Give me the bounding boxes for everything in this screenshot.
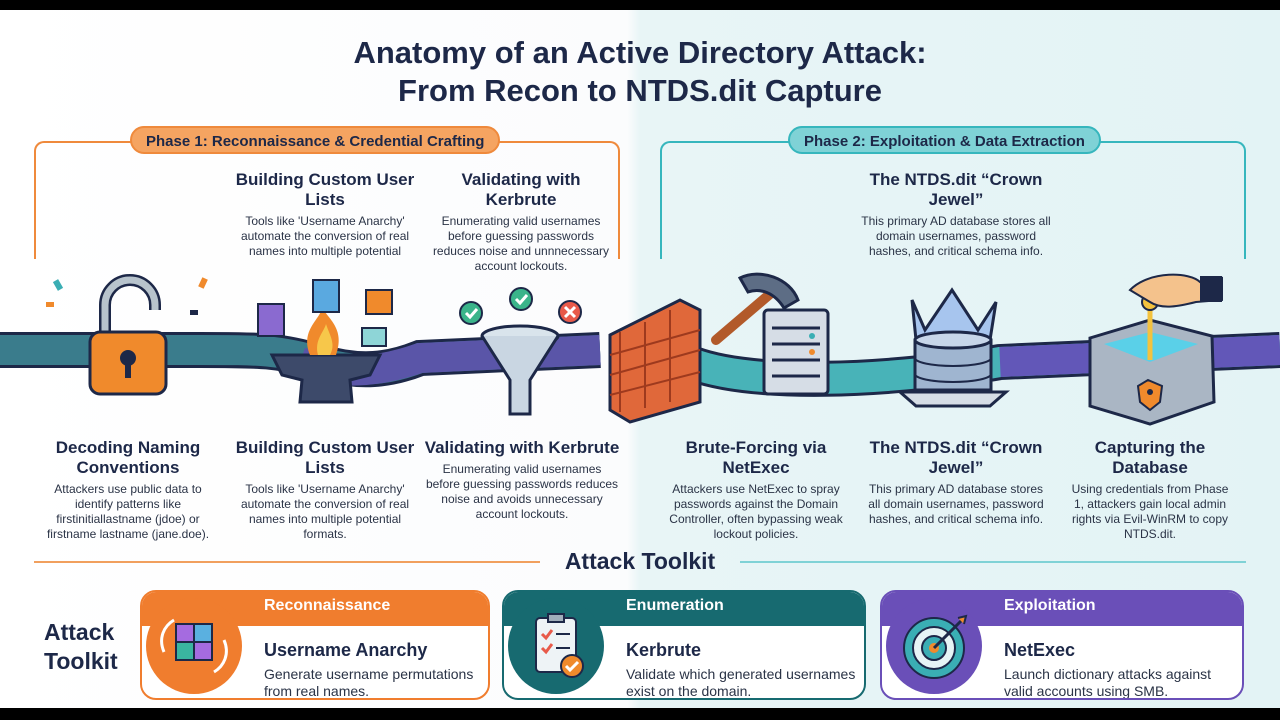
padlock-icon — [46, 274, 208, 396]
bottom-card-title: Building Custom User Lists — [235, 438, 415, 477]
bottom-card-text: Attackers use NetExec to spray passwords… — [669, 482, 843, 541]
toolkit-side-label: Attack Toolkit — [44, 618, 134, 676]
cube-icon — [146, 598, 242, 694]
brick-wall-icon — [608, 298, 702, 424]
toolkit-section-title: Attack Toolkit — [564, 548, 716, 574]
bottom-card-title: Capturing the Database — [1094, 438, 1206, 477]
top-card-title: Validating with Kerbrute — [461, 170, 581, 209]
top-card-title: The NTDS.dit “Crown Jewel” — [869, 170, 1043, 209]
bottom-card-text: This primary AD database stores all doma… — [868, 482, 1044, 526]
bottom-card-user-lists: Building Custom User Lists Tools like 'U… — [230, 438, 420, 542]
tool-name: Username Anarchy — [264, 640, 428, 660]
bottom-card-title: Brute-Forcing via NetExec — [685, 438, 827, 477]
top-card-text: This primary AD database stores all doma… — [861, 214, 1051, 258]
vault-key-icon — [1088, 273, 1223, 426]
bottom-card-title: Validating with Kerbrute — [424, 438, 620, 457]
title-line-1: Anatomy of an Active Directory Attack: — [353, 35, 927, 70]
hammer-server-icon — [711, 272, 830, 396]
phase1-label: Phase 1: Reconnaissance & Credential Cra… — [130, 126, 501, 154]
tool-desc: Launch dictionary attacks against valid … — [1004, 666, 1212, 699]
checklist-icon — [508, 598, 604, 694]
top-card-title: Building Custom User Lists — [235, 170, 415, 209]
bottom-card-text: Attackers use public data to identify pa… — [46, 482, 210, 541]
top-card-user-lists: Building Custom User Lists Tools like 'U… — [228, 170, 422, 259]
tool-card-recon: Reconnaissance Username Anarchy Generate… — [140, 590, 490, 700]
bottom-card-netexec: Brute-Forcing via NetExec Attackers use … — [666, 438, 846, 542]
title-line-2: From Recon to NTDS.dit Capture — [398, 73, 882, 108]
tool-category: Reconnaissance — [264, 597, 391, 614]
infographic: Anatomy of an Active Directory Attack: F… — [0, 10, 1280, 708]
bottom-card-text: Using credentials from Phase 1, attacker… — [1071, 482, 1229, 541]
bottom-card-naming: Decoding Naming Conventions Attackers us… — [44, 438, 212, 542]
bottom-card-text: Enumerating valid usernames before guess… — [425, 462, 619, 521]
top-card-text: Enumerating valid usernames before guess… — [432, 214, 610, 273]
top-card-text: Tools like 'Username Anarchy' automate t… — [240, 214, 410, 258]
bottom-card-capture: Capturing the Database Using credentials… — [1068, 438, 1232, 542]
tool-category: Enumeration — [626, 597, 724, 614]
bottom-card-ntds: The NTDS.dit “Crown Jewel” This primary … — [866, 438, 1046, 527]
tool-category: Exploitation — [1004, 597, 1096, 614]
bottom-card-kerbrute: Validating with Kerbrute Enumerating val… — [424, 438, 620, 522]
top-card-kerbrute: Validating with Kerbrute Enumerating val… — [425, 170, 617, 274]
funnel-icon — [459, 287, 582, 416]
target-icon — [886, 598, 982, 694]
bottom-card-title: Decoding Naming Conventions — [55, 438, 201, 477]
pipeline-illustration — [0, 272, 1280, 426]
tool-card-enum: Enumeration Kerbrute Validate which gene… — [502, 590, 866, 700]
tool-desc: Validate which generated usernames exist… — [626, 666, 856, 699]
top-card-ntds: The NTDS.dit “Crown Jewel” This primary … — [858, 170, 1054, 259]
section-divider-right — [740, 561, 1246, 563]
toolkit-side-label-text: Attack Toolkit — [44, 619, 118, 674]
phase2-label: Phase 2: Exploitation & Data Extraction — [788, 126, 1101, 154]
anvil-icon — [257, 279, 393, 404]
tool-name: Kerbrute — [626, 640, 702, 660]
section-divider-left — [34, 561, 540, 563]
tool-name: NetExec — [1004, 640, 1076, 660]
crown-database-icon — [896, 287, 1010, 408]
page-title: Anatomy of an Active Directory Attack: F… — [0, 34, 1280, 110]
tool-desc: Generate username permutations from real… — [264, 666, 474, 699]
tool-card-exploit: Exploitation NetExec Launch dictionary a… — [880, 590, 1244, 700]
bottom-card-title: The NTDS.dit “Crown Jewel” — [869, 438, 1043, 477]
bottom-card-text: Tools like 'Username Anarchy' automate t… — [240, 482, 410, 541]
